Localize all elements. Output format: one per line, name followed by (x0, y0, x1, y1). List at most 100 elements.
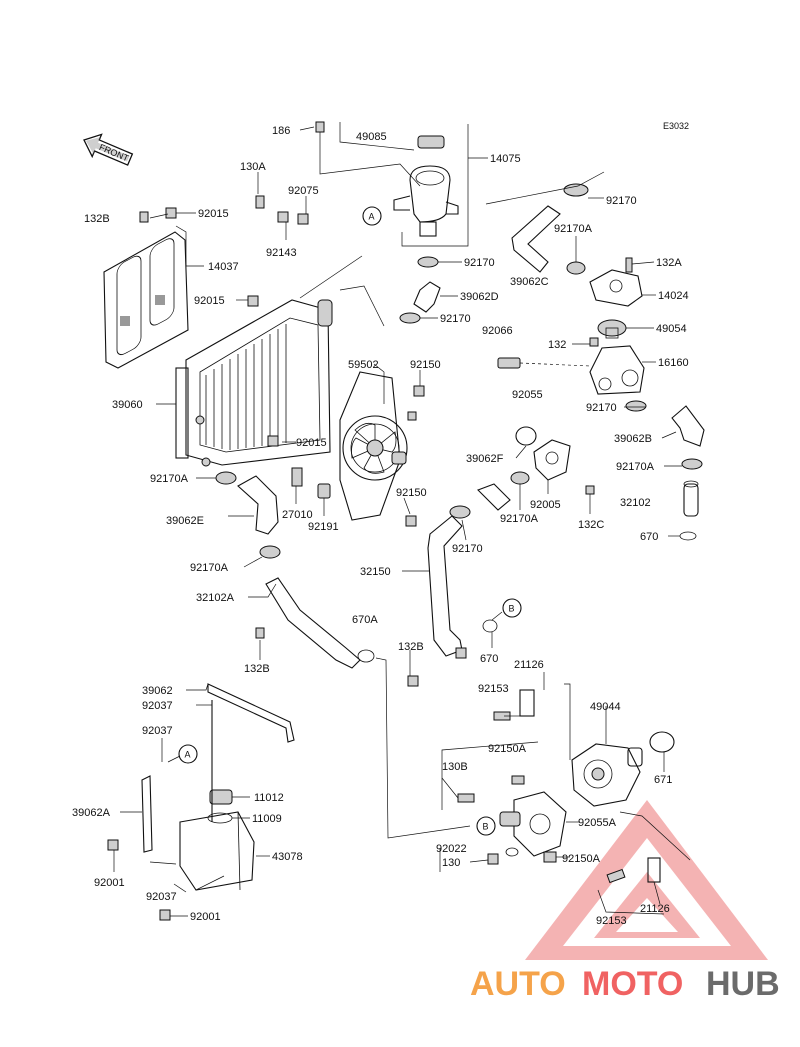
label-49044: 49044 (590, 701, 621, 713)
label-92170a-low: 92170A (190, 562, 229, 574)
label-132c: 132C (578, 519, 604, 531)
fan-switch-27010 (291, 467, 303, 487)
label-92001-a: 92001 (94, 877, 125, 889)
label-92170a-right: 92170A (616, 461, 655, 473)
label-92015-top: 92015 (198, 208, 229, 220)
reserve-tank (179, 700, 255, 891)
hose-clamp-92170-mid (399, 312, 421, 324)
label-132b-low: 132B (244, 663, 270, 675)
o-ring-39062f (515, 426, 537, 446)
hose-clamp-92170-top (563, 183, 589, 197)
tank-cap-11012 (209, 789, 233, 805)
collar-92191 (317, 483, 331, 499)
label-11012: 11012 (254, 792, 284, 804)
label-670: 670 (480, 653, 498, 665)
hose-39062b (671, 405, 705, 447)
label-32102: 32102 (620, 497, 651, 509)
label-92170a-left: 92170A (150, 473, 189, 485)
label-92153-low: 92153 (596, 915, 627, 927)
upper-filler-neck (393, 135, 459, 268)
bolt-132c (585, 485, 595, 495)
label-92170a-top: 92170A (554, 223, 593, 235)
label-92150a-top: 92150A (488, 743, 527, 755)
label-130b: 130B (442, 761, 468, 773)
label-16160: 16160 (658, 357, 689, 369)
o-ring-670-right (679, 531, 697, 541)
label-92015-mid: 92015 (194, 295, 225, 307)
label-49085: 49085 (356, 131, 387, 143)
thermostat (597, 319, 627, 339)
hose-clamp-92170a-left (215, 471, 237, 485)
svg-text:A: A (185, 750, 191, 760)
o-ring-670a (357, 649, 375, 663)
hose-39062c (511, 205, 561, 273)
label-92191: 92191 (308, 521, 339, 533)
front-arrow-icon: FRONT (83, 133, 134, 166)
label-92150a-low: 92150A (562, 853, 601, 865)
o-ring-671 (649, 731, 675, 753)
callout-b-right: B (502, 598, 522, 618)
label-92150-mid: 92150 (396, 487, 427, 499)
hose-clamp-92170a-top (566, 261, 586, 275)
part-labels: 186 49085 14075 130A 92075 132B 92015 92… (72, 125, 689, 927)
label-39062d: 39062D (460, 291, 499, 303)
pipe-32102 (683, 480, 699, 517)
label-92075: 92075 (288, 185, 319, 197)
svg-text:B: B (509, 604, 515, 614)
hose-39062-mid (449, 471, 530, 519)
label-59502: 59502 (348, 359, 379, 371)
svg-text:A: A (369, 212, 375, 222)
label-92001-b: 92001 (190, 911, 221, 923)
hose-39062-tank (207, 683, 295, 743)
label-39062b: 39062B (614, 433, 652, 445)
thermostat-housing (589, 337, 645, 395)
label-92022: 92022 (436, 843, 467, 855)
label-39062f: 39062F (466, 453, 504, 465)
label-32102a: 32102A (196, 592, 235, 604)
label-92170-a: 92170 (606, 195, 637, 207)
thermostat-cover (589, 257, 643, 307)
label-14024: 14024 (658, 290, 689, 302)
pipe-32150 (427, 515, 463, 657)
label-39062: 39062 (142, 685, 173, 697)
water-pipe-cover-92005 (533, 439, 571, 481)
label-92170-d: 92170 (586, 402, 617, 414)
label-32150: 32150 (360, 566, 391, 578)
label-92143: 92143 (266, 247, 297, 259)
label-92150-top: 92150 (410, 359, 441, 371)
callout-b-low: B (476, 816, 496, 836)
label-92037-b: 92037 (142, 725, 173, 737)
pipe-32102a (265, 577, 361, 669)
label-92170a-mid: 92170A (500, 513, 539, 525)
bolt-132b-left (255, 627, 265, 639)
label-186: 186 (272, 125, 290, 137)
watermark-auto: AUTO (470, 965, 566, 1003)
fasteners-upper (139, 121, 425, 527)
o-ring-670 (482, 619, 498, 633)
label-132b-top: 132B (84, 213, 110, 225)
radiator (175, 299, 333, 467)
label-92066: 92066 (482, 325, 513, 337)
label-14075: 14075 (490, 153, 521, 165)
label-39062e: 39062E (166, 515, 204, 527)
hose-39062d (413, 281, 441, 313)
watermark-hub: HUB (706, 965, 780, 1003)
diagram-code: E3032 (663, 121, 689, 131)
label-11009: 11009 (252, 813, 282, 825)
label-671: 671 (654, 774, 672, 786)
front-label: FRONT (98, 142, 131, 164)
hose-clamp-92170a-right (681, 458, 703, 470)
hose-39062e (237, 475, 279, 535)
cooling-fan (339, 371, 408, 521)
label-670-right: 670 (640, 531, 658, 543)
temperature-sensor-92066 (497, 357, 591, 369)
label-92037-a: 92037 (142, 700, 173, 712)
watermark-logo (525, 800, 768, 960)
water-pump (571, 743, 643, 807)
hose-39062a (141, 775, 153, 853)
label-92170-c: 92170 (440, 313, 471, 325)
label-92005: 92005 (530, 499, 561, 511)
label-92153-top: 92153 (478, 683, 509, 695)
label-130a: 130A (240, 161, 266, 173)
